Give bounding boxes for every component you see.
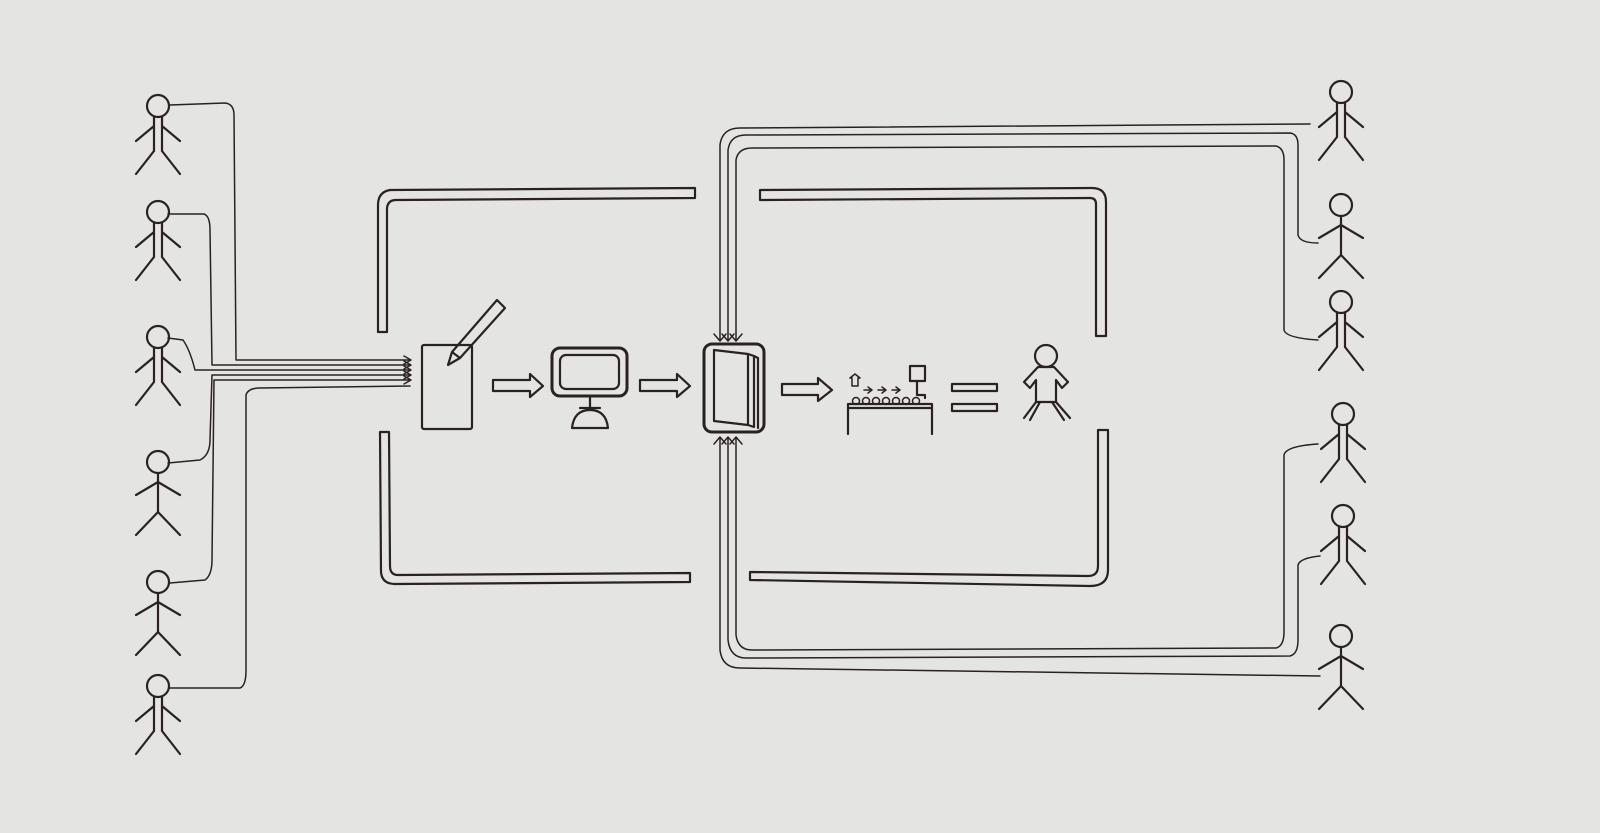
left-people-group xyxy=(134,93,182,756)
stick-figure-icon xyxy=(1317,79,1365,162)
stick-figure-icon xyxy=(134,449,182,537)
arrow-icon xyxy=(780,376,834,403)
left-frame xyxy=(376,186,697,586)
conveyor-belt-production-icon xyxy=(846,364,934,436)
right-people-group xyxy=(1317,79,1367,711)
right-frame xyxy=(748,186,1110,588)
stick-figure-icon xyxy=(1317,289,1365,372)
person-holding-item-icon xyxy=(1022,343,1072,422)
computer-monitor-icon xyxy=(550,346,629,430)
conveyor-roller xyxy=(911,396,921,406)
conveyor-roller xyxy=(871,396,881,406)
stick-figure-icon xyxy=(1317,623,1365,711)
conveyor-roller xyxy=(861,396,871,406)
stick-figure-icon xyxy=(134,569,182,657)
stick-figure-icon xyxy=(134,673,182,756)
conveyor-roller xyxy=(881,396,891,406)
right-feedback-lines xyxy=(713,123,1321,677)
notepad-with-pencil-icon xyxy=(420,298,507,431)
left-input-lines xyxy=(167,102,412,689)
equals-sign-icon xyxy=(950,382,999,413)
stick-figure-icon xyxy=(134,324,182,407)
book-icon xyxy=(702,342,766,434)
conveyor-roller xyxy=(851,396,861,406)
stick-figure-icon xyxy=(134,199,182,282)
stick-figure-icon xyxy=(134,93,182,176)
conveyor-roller xyxy=(891,396,901,406)
arrow-icon xyxy=(491,372,545,399)
stick-figure-icon xyxy=(1319,401,1367,484)
stick-figure-icon xyxy=(1317,192,1365,280)
conveyor-roller xyxy=(901,396,911,406)
arrow-icon xyxy=(638,372,692,399)
stick-figure-icon xyxy=(1319,503,1367,586)
